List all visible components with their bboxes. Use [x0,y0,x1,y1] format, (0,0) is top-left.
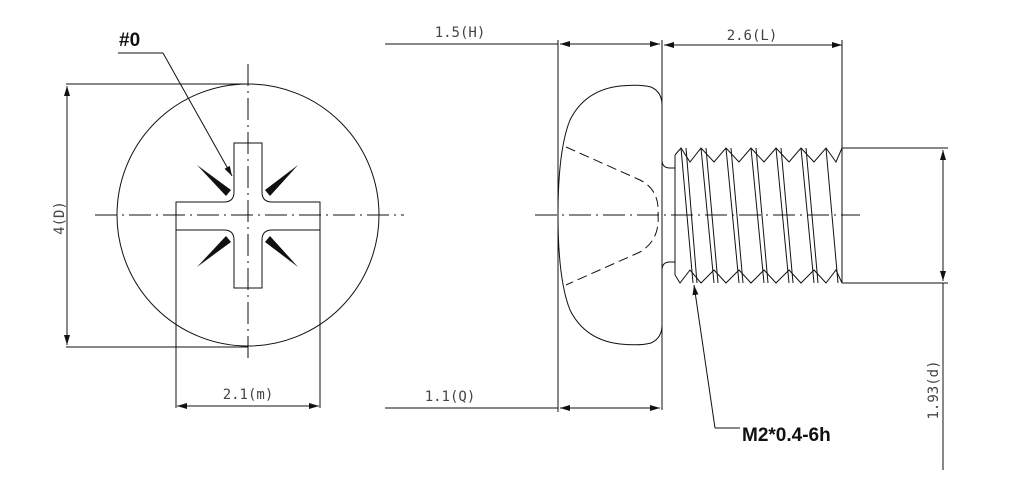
recess-width-label: 2.1(m) [223,387,274,403]
thread [674,147,843,284]
side-view: 1.5(H) 2.6(L) 1.1(Q) 1.93(d) M2*0.4-6h [385,25,948,470]
front-view: 4(D) 2.1(m) #0 [52,30,404,409]
pozi-marks [197,165,298,267]
drive-size-label: #0 [119,30,140,51]
q-label: 1.1(Q) [425,389,476,405]
thread-spec-label: M2*0.4-6h [742,425,831,446]
phillips-recess [175,142,321,289]
head-height-label: 1.5(H) [435,25,486,41]
head-diameter-label: 4(D) [52,201,68,235]
thread-diameter-label: 1.93(d) [926,360,942,419]
length-label: 2.6(L) [727,28,778,44]
